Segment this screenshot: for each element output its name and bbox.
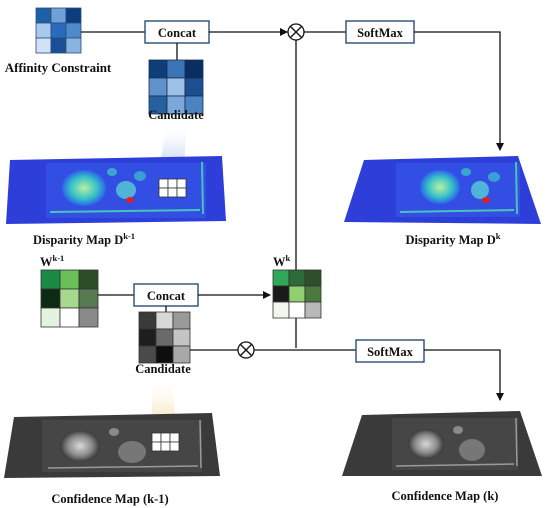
- matrix-cell: [78, 269, 99, 290]
- disparity-map-prev-image: [6, 156, 226, 224]
- matrix-cell: [50, 37, 67, 54]
- candidate-matrix-top: [148, 59, 204, 115]
- matrix-cell: [304, 301, 322, 319]
- matrix-cell: [304, 285, 322, 303]
- matrix-cell: [172, 345, 191, 364]
- matrix-cell: [148, 59, 168, 79]
- matrix-cell: [78, 307, 99, 328]
- candidate-label-top: Candidate: [148, 108, 204, 122]
- edge-softmax-to-disparity-cur: [414, 31, 504, 151]
- matrix-cell: [288, 269, 306, 287]
- matrix-cell: [155, 328, 174, 347]
- grid-cell: [151, 432, 162, 443]
- matrix-cell: [65, 22, 82, 39]
- grid-cell: [167, 187, 178, 198]
- grid-cell: [158, 178, 169, 189]
- matrix-cell: [304, 269, 322, 287]
- matrix-cell: [288, 301, 306, 319]
- grid-cell: [169, 432, 180, 443]
- confidence-map-cur-image: [342, 411, 542, 476]
- matrix-cell: [155, 311, 174, 330]
- w-prev-label: Wk-1: [40, 253, 64, 269]
- matrix-cell: [172, 311, 191, 330]
- edge-softmax-to-confidence-cur: [424, 349, 504, 401]
- matrix-cell: [272, 269, 290, 287]
- matrix-cell: [65, 7, 82, 24]
- matrix-cell: [35, 37, 52, 54]
- w-cur-label: Wk: [273, 253, 291, 269]
- matrix-cell: [148, 77, 168, 97]
- candidate-label-bottom: Candidate: [135, 362, 191, 376]
- concat-label-top: Concat: [158, 26, 197, 40]
- matrix-cell: [59, 288, 80, 309]
- disparity-map-prev-label: Disparity Map Dk-1: [33, 231, 135, 247]
- matrix-cell: [184, 77, 204, 97]
- grid-cell: [160, 441, 171, 452]
- confidence-map-prev-label: Confidence Map (k-1): [51, 492, 168, 506]
- matrix-cell: [288, 285, 306, 303]
- matrix-cell: [78, 288, 99, 309]
- grid-cell: [167, 178, 178, 189]
- matrix-cell: [272, 301, 290, 319]
- confidence-map-prev-image: [4, 413, 220, 478]
- matrix-cell: [138, 328, 157, 347]
- matrix-cell: [59, 307, 80, 328]
- matrix-cell: [59, 269, 80, 290]
- grid-cell: [158, 187, 169, 198]
- matrix-cell: [65, 37, 82, 54]
- matrix-cell: [35, 22, 52, 39]
- concat-label-bottom: Concat: [147, 289, 186, 303]
- softmax-box-bottom: [355, 339, 425, 363]
- matrix-cell: [155, 345, 174, 364]
- matrix-cell: [184, 59, 204, 79]
- matrix-cell: [40, 307, 61, 328]
- matrix-cell: [172, 328, 191, 347]
- affinity-constraint-matrix: [35, 7, 82, 54]
- disparity-map-cur-label: Disparity Map Dk: [405, 231, 500, 247]
- sample-grid-bottom: [151, 432, 180, 452]
- matrix-cell: [50, 22, 67, 39]
- grid-cell: [169, 441, 180, 452]
- disparity-map-cur-image: [344, 156, 541, 224]
- matrix-cell: [184, 95, 204, 115]
- grid-cell: [176, 178, 187, 189]
- matrix-cell: [40, 288, 61, 309]
- matrix-cell: [50, 7, 67, 24]
- w-prev-matrix: [40, 269, 99, 328]
- grid-cell: [151, 441, 162, 452]
- matrix-cell: [272, 285, 290, 303]
- affinity-constraint-label: Affinity Constraint: [5, 60, 112, 75]
- sample-grid-top: [158, 178, 187, 198]
- matrix-cell: [166, 77, 186, 97]
- softmax-label-bottom: SoftMax: [367, 345, 414, 359]
- grid-cell: [160, 432, 171, 443]
- matrix-cell: [138, 311, 157, 330]
- grid-cell: [176, 187, 187, 198]
- matrix-cell: [166, 59, 186, 79]
- softmax-label-top: SoftMax: [357, 26, 404, 40]
- confidence-map-cur-label: Confidence Map (k): [392, 489, 499, 503]
- w-cur-matrix: [272, 269, 322, 319]
- matrix-cell: [138, 345, 157, 364]
- candidate-matrix-bottom: [138, 311, 191, 364]
- matrix-cell: [40, 269, 61, 290]
- matrix-cell: [35, 7, 52, 24]
